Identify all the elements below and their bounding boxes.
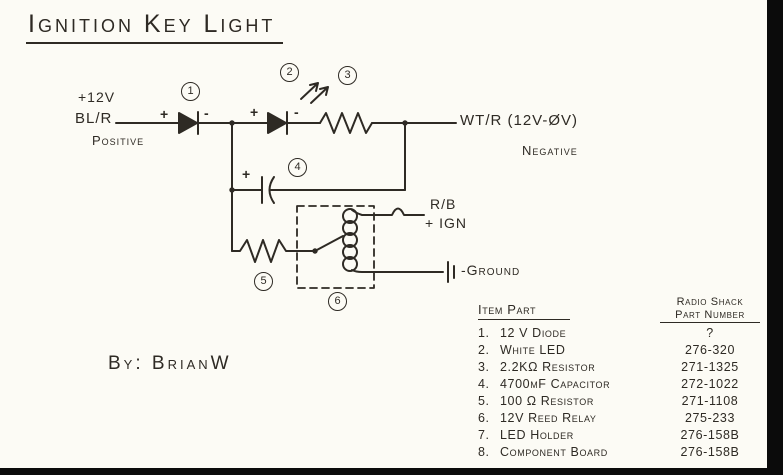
- part-item-number: 3.: [478, 360, 490, 374]
- part-number: 271-1108: [681, 394, 739, 408]
- parts-header-vendor-line1: Radio Shack: [676, 296, 744, 308]
- ground-symbol: [447, 261, 455, 283]
- part-name: 4700μF Capacitor: [500, 377, 611, 391]
- junction-dots: [229, 120, 408, 193]
- part-item-number: 1.: [478, 326, 490, 340]
- parts-header-vendor-line2: Part Number: [660, 309, 760, 323]
- return-polarity-label: Negative: [522, 143, 578, 158]
- part-number: 275-233: [684, 411, 736, 425]
- parts-row: 3. 2.2KΩ Resistor 271-1325: [476, 360, 776, 377]
- callout-reed-relay: 6: [328, 292, 347, 311]
- part-item-number: 8.: [478, 445, 490, 459]
- callout-capacitor: 4: [288, 158, 307, 177]
- relay-box: [296, 205, 375, 289]
- diode-minus-sign: -: [204, 105, 210, 121]
- byline: By: BrianW: [108, 353, 232, 374]
- callout-diode: 1: [181, 82, 200, 101]
- part-name: White LED: [500, 343, 566, 357]
- callout-led: 2: [280, 63, 299, 82]
- part-item-number: 4.: [478, 377, 490, 391]
- diode-symbol: [178, 111, 199, 135]
- ground-label: -Ground: [461, 262, 521, 278]
- part-item-number: 5.: [478, 394, 490, 408]
- capacitor-symbol: [231, 176, 406, 204]
- part-name: 2.2KΩ Resistor: [500, 360, 596, 374]
- part-name: LED Holder: [500, 428, 574, 442]
- led-symbol: [267, 111, 288, 135]
- return-wire-label: WT/R (12V-ØV): [460, 112, 579, 129]
- ground-wire: [351, 269, 444, 273]
- part-number: 276-158B: [680, 445, 740, 459]
- part-number: ?: [706, 326, 714, 340]
- resistor5-symbol: [231, 239, 314, 263]
- parts-row: 1. 12 V Diode ?: [476, 326, 776, 343]
- parts-row: 7. LED Holder 276-158B: [476, 428, 776, 445]
- parts-row: 2. White LED 276-320: [476, 343, 776, 360]
- switch-arm: [314, 235, 344, 252]
- led-minus-sign: -: [294, 104, 300, 120]
- part-item-number: 6.: [478, 411, 490, 425]
- part-number: 271-1325: [681, 360, 739, 374]
- part-item-number: 2.: [478, 343, 490, 357]
- parts-header-vendor: Radio Shack Part Number: [660, 296, 760, 323]
- part-number: 272-1022: [681, 377, 739, 391]
- diode-plus-sign: +: [160, 106, 170, 122]
- supply-voltage-label: +12V: [78, 89, 116, 105]
- parts-row: 5. 100 Ω Resistor 271-1108: [476, 394, 776, 411]
- ign-wire: [351, 207, 425, 216]
- callout-resistor-100: 5: [254, 272, 273, 291]
- part-item-number: 7.: [478, 428, 490, 442]
- supply-wire-label: BL/R: [75, 110, 113, 127]
- part-name: Component Board: [500, 445, 608, 459]
- resistor3-symbol: [319, 112, 373, 134]
- part-name: 100 Ω Resistor: [500, 394, 594, 408]
- part-number: 276-158B: [680, 428, 740, 442]
- parts-row: 6. 12V Reed Relay 275-233: [476, 411, 776, 428]
- led-plus-sign: +: [250, 104, 260, 120]
- page-title: Ignition Key Light: [26, 10, 284, 44]
- parts-row: 8. Component Board 276-158B: [476, 445, 776, 462]
- callout-resistor-2k2: 3: [338, 66, 357, 85]
- part-number: 276-320: [684, 343, 736, 357]
- relay-coil: [342, 208, 358, 272]
- scan-edge-bottom: [0, 468, 783, 475]
- ignition-name-label: + IGN: [425, 215, 467, 231]
- led-light-arrows-icon: [300, 82, 329, 104]
- part-name: 12V Reed Relay: [500, 411, 597, 425]
- parts-header-item-part: Item Part: [478, 302, 570, 320]
- capacitor-plus-sign: +: [242, 166, 252, 182]
- part-name: 12 V Diode: [500, 326, 567, 340]
- ignition-wire-label: R/B: [430, 196, 457, 212]
- supply-polarity-label: Positive: [92, 133, 145, 148]
- scan-edge-right: [767, 0, 783, 475]
- parts-row: 4. 4700μF Capacitor 272-1022: [476, 377, 776, 394]
- parts-table: Item Part Radio Shack Part Number 1. 12 …: [476, 296, 776, 468]
